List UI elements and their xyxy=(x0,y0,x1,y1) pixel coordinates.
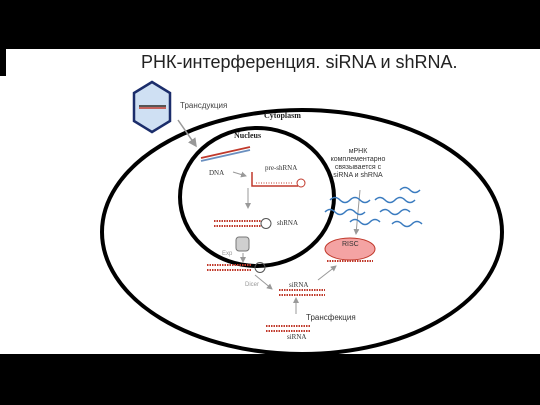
dicer-arrow xyxy=(254,274,273,290)
dicer-label: Dicer xyxy=(245,282,260,288)
transfected-sirna-label: siRNA xyxy=(287,333,307,341)
nucleus-membrane xyxy=(178,126,336,268)
mrna-annotation: мРНК комплементарно связывается с siRNA … xyxy=(330,148,386,179)
exportin-label: Exp xyxy=(222,251,233,257)
risc-arrow xyxy=(317,265,337,281)
risc-label: RISC xyxy=(342,241,359,248)
nucleus-label: Nucleus xyxy=(234,131,262,140)
exportin-pore-icon xyxy=(235,236,250,252)
slide-background xyxy=(0,49,540,354)
pre-shrna-label: pre-shRNA xyxy=(265,164,298,172)
mrna-strands xyxy=(324,186,423,228)
cytoplasm-label: Cytoplasm xyxy=(264,111,301,120)
sirna-label: siRNA xyxy=(289,281,309,289)
slide-accent-bar xyxy=(0,49,6,76)
dna-label: DNA xyxy=(209,169,225,177)
transduction-label: Трансдукция xyxy=(180,101,228,110)
transduction-arrow xyxy=(177,119,197,148)
cell-membrane xyxy=(100,108,504,356)
pre-shrna-structure xyxy=(251,172,298,187)
transfection-label: Трансфекция xyxy=(306,313,356,322)
slide-title: РНК-интерференция. siRNA и shRNA. xyxy=(141,52,458,72)
transcription-arrow xyxy=(232,171,247,178)
dna-strand xyxy=(200,146,251,159)
shrna-label: shRNA xyxy=(277,219,299,227)
mrna-arrow xyxy=(353,189,361,235)
